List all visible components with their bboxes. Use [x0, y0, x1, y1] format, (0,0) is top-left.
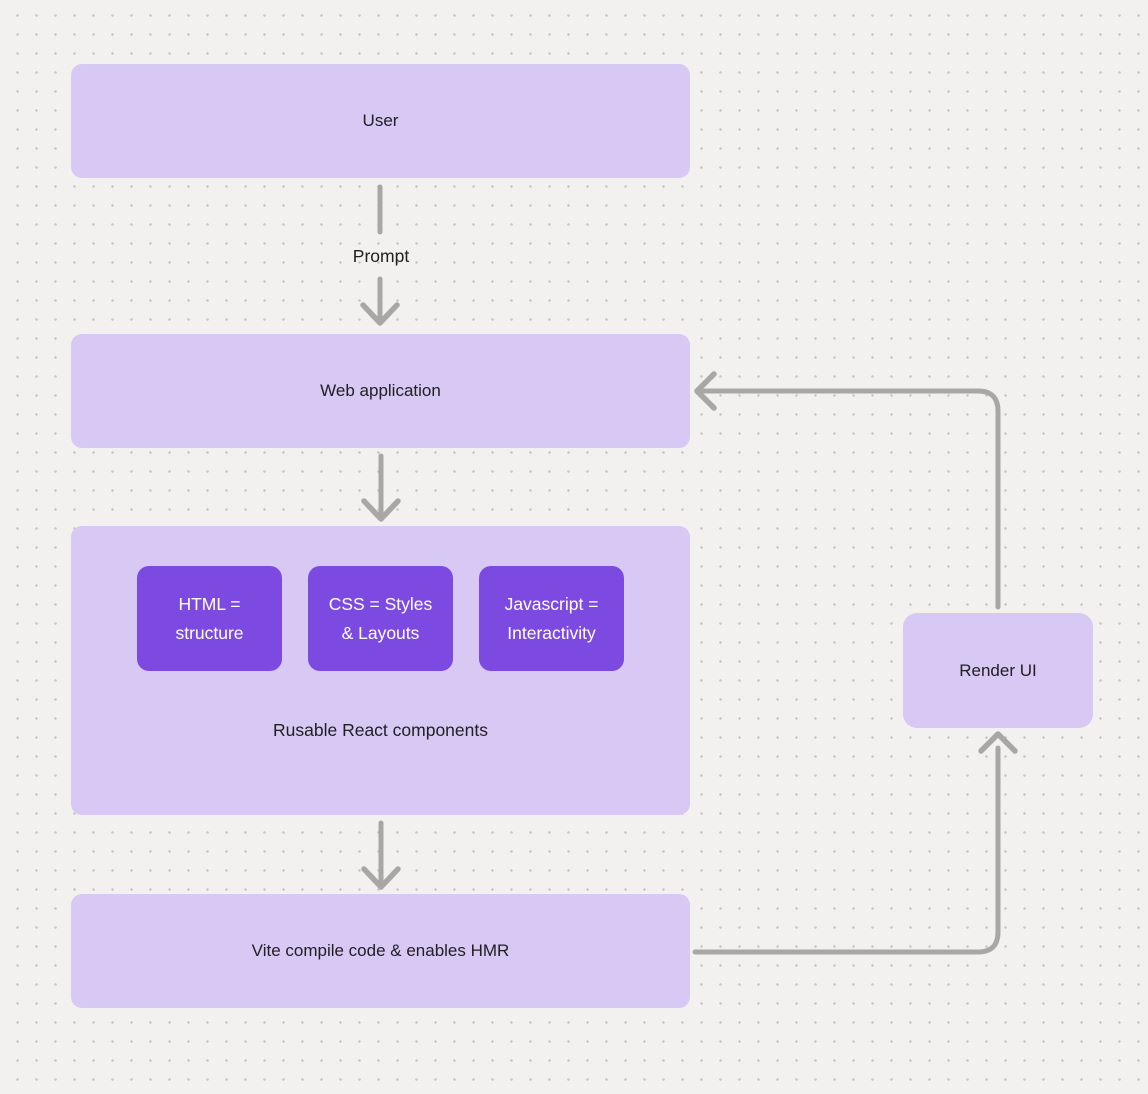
node-user: User: [71, 64, 690, 178]
arrowhead-left-icon: [694, 371, 717, 411]
node-user-label: User: [362, 111, 399, 130]
components-group-caption: Rusable React components: [71, 715, 690, 745]
arrowhead-down-icon: [361, 498, 401, 522]
node-render-ui: Render UI: [903, 613, 1093, 728]
node-css-styles: CSS = Styles & Layouts: [308, 566, 453, 671]
arrowhead-down-icon: [360, 302, 400, 326]
arrowhead-up-icon: [978, 731, 1018, 754]
node-javascript-interactivity-label: Javascript = Interactivity: [504, 593, 599, 643]
components-group-caption-label: Rusable React components: [273, 719, 488, 740]
node-web-application-label: Web application: [320, 381, 441, 400]
node-html-structure-label: HTML = structure: [175, 593, 244, 643]
edge-renderui-to-webapp: [699, 388, 1001, 610]
edge-vite-to-renderui: [692, 745, 1001, 955]
node-vite: Vite compile code & enables HMR: [71, 894, 690, 1008]
node-vite-label: Vite compile code & enables HMR: [251, 941, 510, 960]
node-html-structure: HTML = structure: [137, 566, 282, 671]
arrowhead-down-icon: [361, 866, 401, 890]
edge-label-prompt: Prompt: [352, 246, 410, 266]
node-css-styles-label: CSS = Styles & Layouts: [328, 593, 433, 643]
node-render-ui-label: Render UI: [959, 660, 1037, 680]
node-web-application: Web application: [71, 334, 690, 448]
node-components-group: HTML = structure CSS = Styles & Layouts …: [71, 526, 690, 815]
node-javascript-interactivity: Javascript = Interactivity: [479, 566, 624, 671]
